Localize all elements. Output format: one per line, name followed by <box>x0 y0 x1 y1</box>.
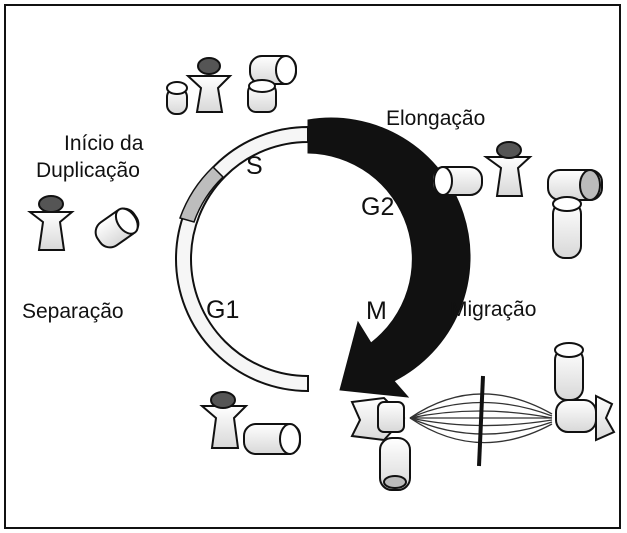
top-base-pair-icons <box>166 55 297 115</box>
phase-label-s: S <box>246 152 263 180</box>
metaphase-plate <box>477 375 485 467</box>
g1-end-icons <box>199 391 301 455</box>
stage-label-elongacao: Elongação <box>386 107 486 130</box>
phase-label-g2: G2 <box>361 193 395 221</box>
stage-label-migracao: Migração <box>450 298 537 321</box>
stage-label-inicio-line1: Início da <box>64 132 144 155</box>
stage-label-separacao: Separação <box>22 300 124 323</box>
s-phase-band <box>179 165 225 223</box>
phase-label-g1: G1 <box>206 296 240 324</box>
g1-s-arc <box>175 125 309 393</box>
inicio-icons <box>27 195 140 251</box>
g2-m-arrow <box>307 117 471 398</box>
diagram-frame <box>4 4 621 529</box>
stage-label-inicio-line2: Duplicação <box>36 159 140 182</box>
phase-label-m: M <box>366 297 387 325</box>
migracao-icons <box>350 342 616 491</box>
elongacao-icons <box>431 141 603 259</box>
